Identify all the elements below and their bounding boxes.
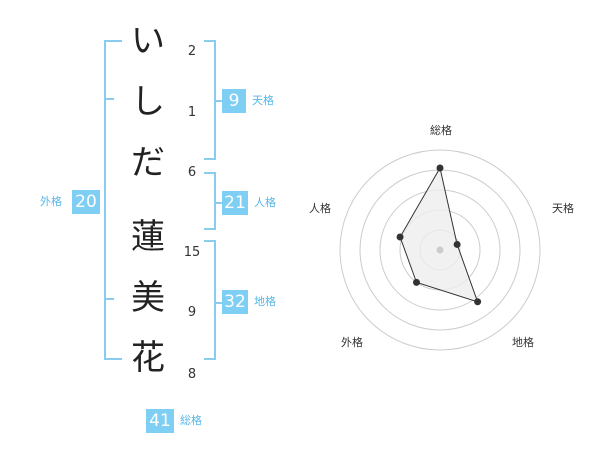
jinkaku-bracket-top [204,172,216,174]
radar-point-5 [396,233,404,241]
jinkaku-badge: 21 [222,191,248,215]
chikaku-bracket-line [214,240,216,360]
tenkaku-label: 天格 [252,94,274,107]
gaikaku-tick-1 [104,98,114,100]
stroke-count-6: 8 [187,367,197,382]
gaikaku-label: 外格 [40,195,62,208]
soukaku-badge: 41 [146,409,174,433]
radar-label-jinkaku: 人格 [309,201,331,215]
radar-label-soukaku: 総格 [430,123,452,137]
jinkaku-bracket-line [214,172,216,230]
radar-ring-5 [339,149,541,351]
stroke-count-4: 15 [183,245,201,260]
radar-center-dot [436,246,444,254]
tenkaku-bracket-top [204,40,216,42]
stroke-count-2: 1 [187,105,197,120]
gaikaku-bracket-bottom [104,358,122,360]
jinkaku-bracket-bottom [204,228,216,230]
radar-points [396,164,482,306]
gaikaku-badge: 20 [72,190,100,214]
chikaku-label: 地格 [254,295,276,308]
name-char-1: い [131,21,165,61]
soukaku-label: 総格 [180,414,202,427]
radar-point-3 [474,298,482,306]
radar-point-2 [453,240,461,248]
radar-chart: 総格 天格 地格 外格 人格 [309,123,574,351]
tenkaku-badge: 9 [222,89,246,113]
tenkaku-bracket-bottom [204,158,216,160]
chikaku-bracket-bottom [204,358,216,360]
stroke-count-5: 9 [187,305,197,320]
name-char-4: 蓮 [131,217,165,257]
jinkaku-label: 人格 [254,196,276,209]
name-char-2: し [131,82,165,122]
chikaku-connector [216,302,222,304]
gaikaku-bracket-line [104,40,106,360]
radar-point-1 [436,164,444,172]
name-char-3: だ [131,143,165,183]
name-char-6: 花 [131,338,165,378]
stroke-count-1: 2 [187,44,197,59]
tenkaku-bracket-line [214,40,216,160]
radar-polygon [399,166,479,303]
tenkaku-connector [216,100,222,102]
gaikaku-tick-2 [104,298,114,300]
radar-label-tenkaku: 天格 [552,201,574,215]
radar-label-gaikaku: 外格 [341,335,363,349]
chikaku-bracket-top [204,240,216,242]
radar-point-4 [412,278,420,286]
chikaku-badge: 32 [222,290,248,314]
jinkaku-connector [216,202,222,204]
name-char-5: 美 [131,278,165,318]
radar-label-chikaku: 地格 [512,335,534,349]
gaikaku-bracket-top [104,40,122,42]
stroke-count-3: 6 [187,165,197,180]
